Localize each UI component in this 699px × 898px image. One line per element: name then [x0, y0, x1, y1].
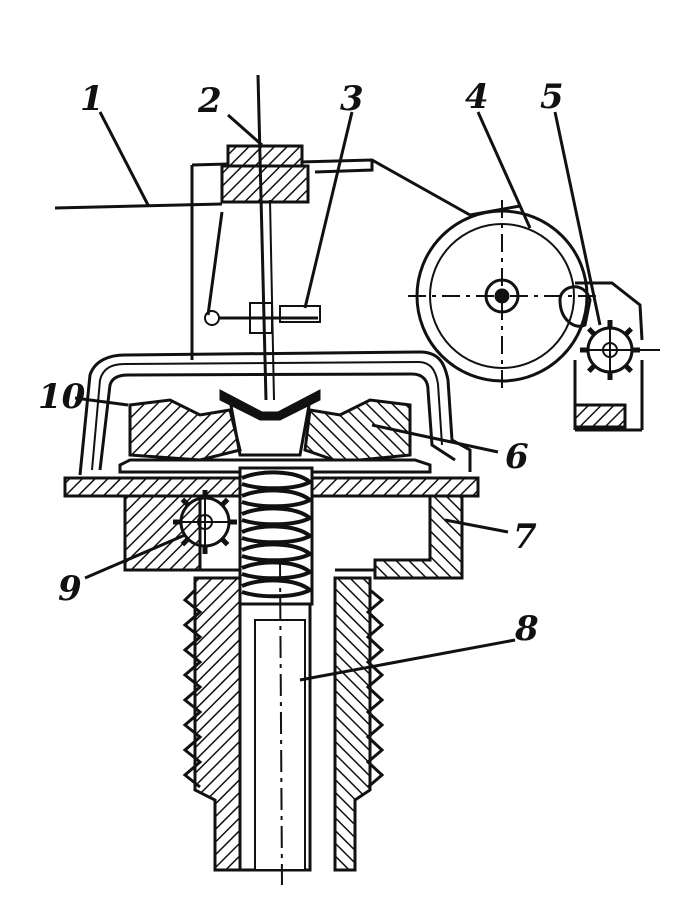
label-8: 8 — [514, 609, 539, 649]
top-bearing-block — [220, 144, 310, 204]
drum — [408, 200, 596, 392]
lever-linkage — [204, 211, 321, 334]
bellows-assembly — [118, 389, 432, 474]
label-3: 3 — [340, 79, 364, 119]
worm-screw — [238, 466, 314, 606]
label-10: 10 — [38, 377, 86, 417]
dome-cover — [78, 350, 472, 476]
small-gear-left — [173, 490, 237, 554]
label-1: 1 — [80, 79, 104, 119]
label-5: 5 — [540, 77, 564, 117]
small-gear-right — [580, 320, 660, 380]
label-7: 7 — [513, 517, 537, 557]
label-2: 2 — [197, 81, 222, 121]
leader-lines — [74, 111, 602, 682]
label-9: 9 — [58, 569, 82, 609]
label-6: 6 — [505, 437, 529, 477]
label-4: 4 — [465, 77, 489, 117]
threaded-tube — [182, 559, 385, 886]
part-labels: 1 2 3 4 5 10 6 7 9 8 — [38, 77, 564, 649]
